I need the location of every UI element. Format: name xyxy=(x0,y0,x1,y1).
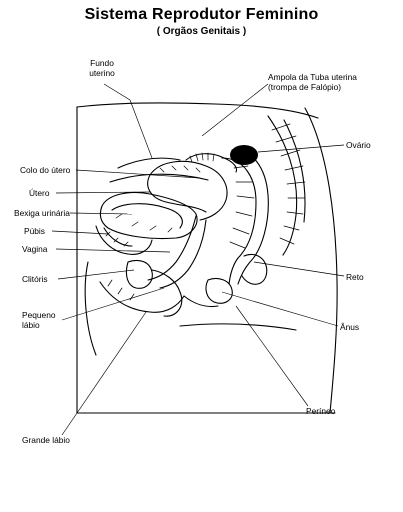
vagina xyxy=(147,215,207,289)
label-pubis: Púbis xyxy=(24,226,45,236)
label-grande-labio: Grande lábio xyxy=(22,435,70,445)
label-fundo-uterino: Fundo uterino xyxy=(89,58,115,78)
spine xyxy=(267,115,306,256)
label-colo-do-utero: Colo do útero xyxy=(20,165,71,175)
label-pequeno-labio: Pequeno lábio xyxy=(22,310,56,330)
label-ovario: Ovário xyxy=(346,140,371,150)
bladder xyxy=(99,191,198,240)
label-clitoris: Clitóris xyxy=(22,274,48,284)
label-ampola-tuba-uterina: Ampola da Tuba uterina (trompa de Falópi… xyxy=(268,72,357,92)
rectum xyxy=(221,149,269,285)
uterus xyxy=(109,157,228,221)
label-bexiga-urinaria: Bexiga urinária xyxy=(14,208,70,218)
diagram-subtitle: ( Orgãos Genitais ) xyxy=(156,26,247,37)
label-utero: Útero xyxy=(29,188,50,198)
label-vagina: Vagina xyxy=(22,244,48,254)
label-reto: Reto xyxy=(346,272,364,282)
ovary xyxy=(185,145,258,173)
label-perineo: Períneo xyxy=(306,406,336,416)
vulva xyxy=(99,259,185,317)
label-anus: Ânus xyxy=(340,322,360,332)
leader-lines xyxy=(51,83,345,436)
perineum xyxy=(183,277,233,308)
body-outline xyxy=(76,102,338,414)
diagram-title: Sistema Reprodutor Feminino xyxy=(84,6,319,23)
